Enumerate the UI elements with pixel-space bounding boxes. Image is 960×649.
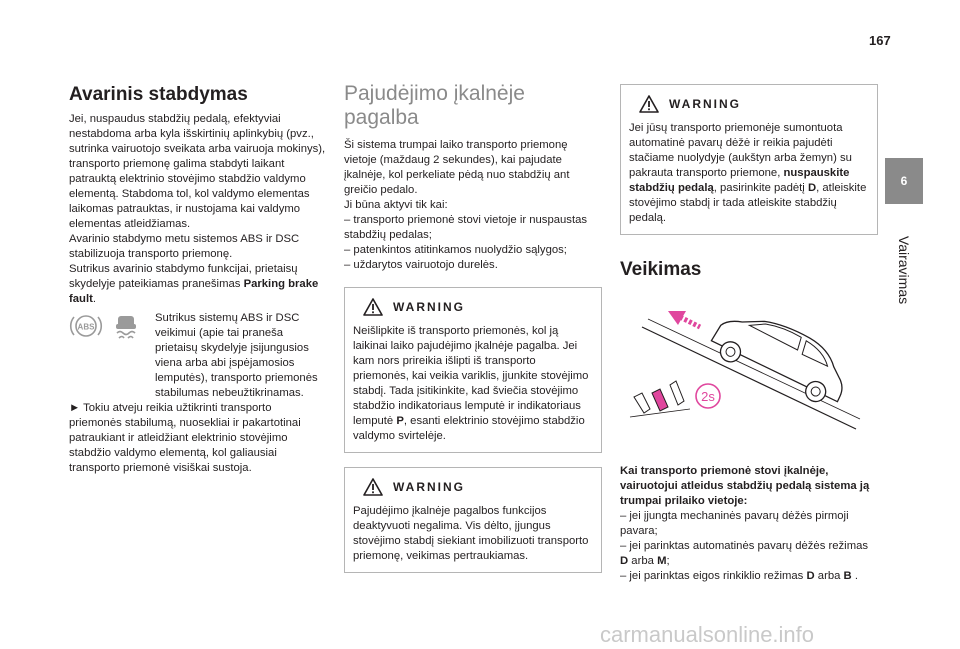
text-run: , pasirinkite padėtį bbox=[713, 182, 808, 194]
warning-triangle-icon bbox=[363, 298, 383, 316]
text-run: arba bbox=[814, 570, 844, 582]
text-bold: B bbox=[843, 570, 852, 582]
text-run: ; bbox=[666, 555, 670, 567]
svg-text:ABS: ABS bbox=[78, 323, 96, 332]
page-number: 167 bbox=[869, 33, 891, 48]
text-run: . bbox=[851, 570, 858, 582]
warning-lights-icons: ABS bbox=[69, 311, 143, 341]
warning-header: WARNING bbox=[353, 468, 593, 504]
text-bold: D bbox=[806, 570, 815, 582]
list-item: – transporto priemonė stovi vietoje ir n… bbox=[344, 214, 588, 241]
warning-triangle-icon bbox=[639, 95, 659, 113]
text-run: , atleiskite stovėjimo stabdį ir tada at… bbox=[629, 182, 867, 224]
text-run: – jei parinktas eigos rinkiklio režimas bbox=[620, 570, 807, 582]
list-item: – patenkintos atitinkamos nuolydžio sąly… bbox=[344, 244, 567, 256]
warning-title: WARNING bbox=[669, 96, 741, 111]
lead-text-bold: Kai transporto priemonė stovi įkalnėje, … bbox=[620, 465, 870, 507]
text-run: – jei parinktas automatinės pavarų dėžės… bbox=[620, 540, 869, 552]
message-parking-brake-fault: Parking brake fault bbox=[69, 278, 319, 305]
title-line: pagalba bbox=[344, 106, 419, 129]
section-title-operation: Veikimas bbox=[620, 259, 702, 280]
paragraph: Avarinio stabdymo metu sistemos ABS ir D… bbox=[69, 233, 300, 260]
dsc-warning-icon bbox=[116, 316, 136, 339]
paragraph: ► Tokiu atveju reikia užtikrinti transpo… bbox=[69, 402, 301, 474]
paragraph: Jei, nuspaudus stabdžių pedalą, efektyvi… bbox=[69, 113, 326, 230]
warning-box: WARNING Pajudėjimo įkalnėje pagalbos fun… bbox=[344, 467, 602, 573]
text-run: . bbox=[92, 293, 96, 305]
watermark: carmanualsonline.info bbox=[600, 622, 815, 647]
text-run: Jei jūsų transporto priemonėje sumontuot… bbox=[629, 122, 852, 179]
timer-icon: 2s bbox=[695, 383, 721, 409]
text-run: , esanti elektrinio stovėjimo stabdžio v… bbox=[353, 415, 585, 442]
abs-warning-icon: ABS bbox=[69, 315, 103, 337]
operation-section: WARNING Jei jūsų transporto priemonėje s… bbox=[620, 84, 878, 584]
text-bold: nuspauskite stabdžių pedalą bbox=[629, 167, 850, 194]
lead-text: Kai transporto priemonė stovi įkalnėje, … bbox=[620, 464, 878, 509]
chapter-title-text: Vairavimas bbox=[896, 235, 913, 305]
warning-text: Neišlipkite iš transporto priemonės, kol… bbox=[353, 324, 593, 444]
pedals-icon bbox=[629, 380, 691, 418]
list-item: – jei parinktas eigos rinkiklio režimas … bbox=[620, 569, 878, 584]
list-item: – jei parinktas automatinės pavarų dėžės… bbox=[620, 539, 878, 569]
section-title-emergency-braking: Avarinis stabdymas bbox=[69, 84, 248, 105]
warning-title: WARNING bbox=[393, 479, 465, 494]
timer-label: 2s bbox=[701, 389, 715, 404]
emergency-braking-section: Avarinis stabdymas Jei, nuspaudus stabdž… bbox=[69, 84, 327, 476]
warning-title: WARNING bbox=[393, 299, 465, 314]
hill-start-illustration: 2s bbox=[629, 311, 861, 430]
text-bold: M bbox=[657, 555, 667, 567]
warning-box: WARNING Jei jūsų transporto priemonėje s… bbox=[620, 84, 878, 235]
abs-dsc-paragraph: ABS Sutrikus sistemų ABS ir DSC veikimui… bbox=[69, 311, 327, 401]
paragraph: Sutrikus sistemų ABS ir DSC veikimui (ap… bbox=[155, 312, 318, 399]
title-line: Pajudėjimo įkalnėje bbox=[344, 82, 525, 105]
chapter-title: Vairavimas bbox=[880, 220, 928, 320]
warning-header: WARNING bbox=[629, 85, 869, 121]
text-bold: D bbox=[620, 555, 629, 567]
paragraph: Ji būna aktyvi tik kai: bbox=[344, 199, 448, 211]
list-item: – jei įjungta mechaninės pavarų dėžės pi… bbox=[620, 510, 849, 537]
paragraph: Sutrikus avarinio stabdymo funkcijai, pr… bbox=[69, 262, 327, 307]
warning-header: WARNING bbox=[353, 288, 593, 324]
text-bold: P bbox=[396, 415, 404, 427]
warning-text: Pajudėjimo įkalnėje pagalbos funkcijos d… bbox=[353, 505, 589, 562]
text-run: Neišlipkite iš transporto priemonės, kol… bbox=[353, 325, 589, 427]
warning-triangle-icon bbox=[363, 478, 383, 496]
paragraph: Ši sistema trumpai laiko transporto prie… bbox=[344, 139, 570, 196]
list-item: – uždarytos vairuotojo durelės. bbox=[344, 259, 498, 271]
rolling-direction-arrow bbox=[668, 311, 702, 330]
text-bold: D bbox=[807, 182, 817, 194]
warning-text: Jei jūsų transporto priemonėje sumontuot… bbox=[629, 121, 869, 226]
warning-box: WARNING Neišlipkite iš transporto priemo… bbox=[344, 287, 602, 453]
text-run: arba bbox=[628, 555, 658, 567]
text-run: Sutrikus avarinio stabdymo funkcijai, pr… bbox=[69, 263, 298, 290]
chapter-tab[interactable]: 6 bbox=[885, 158, 923, 204]
